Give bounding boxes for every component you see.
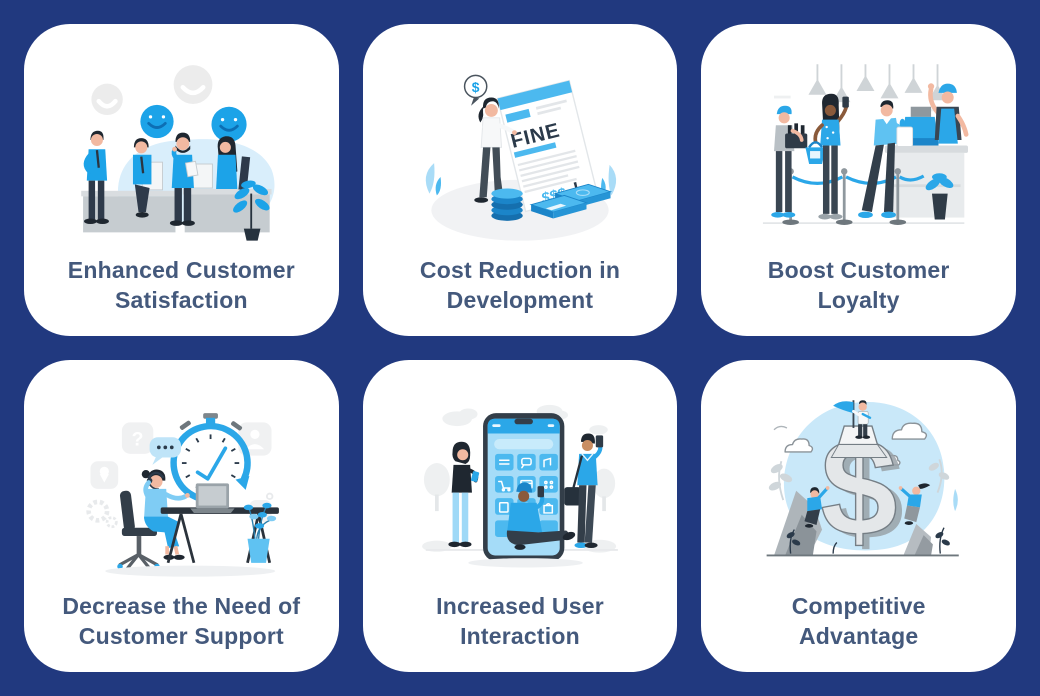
- card-title-line2: Loyalty: [817, 287, 900, 314]
- card-title-line2: Development: [446, 287, 594, 314]
- card-decrease-customer-support: ?: [24, 360, 339, 672]
- card-title-line1: Increased User: [436, 592, 604, 619]
- card-title-line2: Interaction: [460, 623, 580, 650]
- card-title-line1: Cost Reduction in: [419, 256, 621, 283]
- card-title-line1: Enhanced Customer: [67, 256, 295, 283]
- card-boost-customer-loyalty: Boost Customer Loyalty: [701, 24, 1016, 336]
- office-team-smileys-illustration: [24, 24, 339, 249]
- card-title: Decrease the Need of Customer Support: [62, 591, 300, 652]
- support-agent-stopwatch-illustration: ?: [24, 360, 339, 585]
- dollar-mountain-climbers-illustration: $ $: [701, 360, 1016, 585]
- dollar-bubble-symbol: $: [472, 79, 480, 95]
- card-title: Boost Customer Loyalty: [768, 255, 950, 316]
- card-cost-reduction-in-development: FINE $$$ ! $: [362, 24, 678, 336]
- card-increased-user-interaction: Increased User Interaction: [362, 360, 678, 672]
- card-title-line2: Customer Support: [78, 623, 284, 650]
- card-title-line2: Satisfaction: [114, 287, 248, 314]
- store-checkout-queue-illustration: [701, 24, 1016, 249]
- fine-document-money-illustration: FINE $$$ ! $: [363, 24, 678, 249]
- giant-phone-users-illustration: [363, 360, 678, 585]
- card-title-line1: Competitive: [791, 592, 926, 619]
- card-title-line2: Advantage: [798, 623, 919, 650]
- question-icon: ?: [132, 428, 144, 450]
- card-title: Competitive Advantage: [792, 591, 926, 652]
- card-title: Cost Reduction in Development: [420, 255, 620, 316]
- card-competitive-advantage: $ $: [701, 360, 1016, 672]
- card-title: Increased User Interaction: [436, 591, 604, 652]
- card-enhanced-customer-satisfaction: Enhanced Customer Satisfaction: [24, 24, 339, 336]
- card-title-line1: Boost Customer: [767, 256, 950, 283]
- card-title-line1: Decrease the Need of: [62, 592, 301, 619]
- card-title: Enhanced Customer Satisfaction: [68, 255, 295, 316]
